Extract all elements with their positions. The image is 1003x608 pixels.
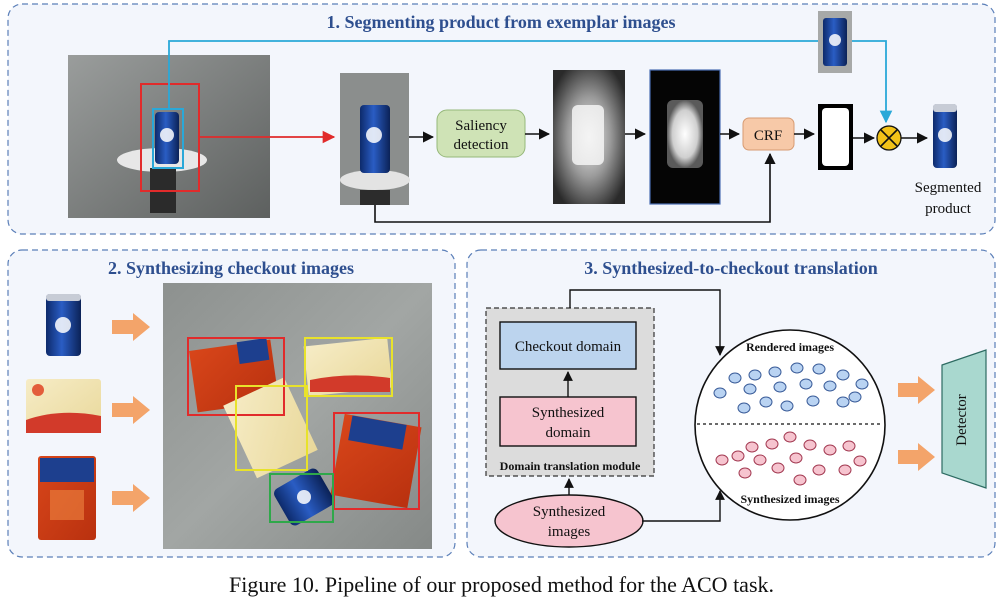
synthesized-images-feature-label: Synthesized images [741,492,840,506]
domain-module-label: Domain translation module [500,459,641,473]
panel-title-synthesizing: 2. Synthesizing checkout images [108,258,354,278]
segmented-product-image [933,104,957,168]
segmented-product-label-line1: Segmented [915,180,982,196]
exemplar-crop-arrow [168,40,893,124]
saliency-map [553,70,625,204]
exemplar-photo [68,55,270,218]
orange-arrow-3 [112,484,150,512]
synth-to-feature-arrow [642,490,725,522]
synthesized-feature-dots [715,431,867,486]
crf-label: CRF [754,128,782,144]
detector-node: Detector [941,349,987,489]
synthesized-checkout-image [163,283,432,549]
product-yellow-bag-thumbnail [26,379,101,433]
orange-arrow-1 [112,313,150,341]
saliency-label-line2: detection [454,137,509,153]
saliency-detection-node: Saliency detection [436,109,526,158]
rendered-feature-dots [713,362,869,414]
exemplar-thumbnail [818,11,852,73]
checkout-domain-label: Checkout domain [515,339,622,355]
orange-arrow-to-detector-2 [898,443,935,471]
synthesized-domain-label-line2: domain [546,425,591,441]
panel-synthesizing: 2. Synthesizing checkout images [7,249,456,558]
saliency-label-line1: Saliency [455,118,507,134]
feature-space: Rendered images Synthesized images [694,329,886,521]
binary-mask [818,104,853,170]
synthesized-images-label-line1: Synthesized [533,504,606,520]
rendered-images-label: Rendered images [746,340,834,354]
orange-arrow-2 [112,396,150,424]
synthesized-images-node: Synthesized images [494,494,644,548]
figure-caption: Figure 10. Pipeline of our proposed meth… [228,572,775,597]
synthesized-domain-node: Synthesized domain [499,396,637,447]
cropped-photo [340,73,410,205]
checkout-domain-node: Checkout domain [499,321,637,370]
synthesized-images-label-line2: images [548,524,591,540]
synthesized-domain-label-line1: Synthesized [532,405,605,421]
crf-node: CRF [742,117,795,151]
panel-translation: 3. Synthesized-to-checkout translation D… [466,249,996,558]
panel-title-segmenting: 1. Segmenting product from exemplar imag… [327,12,676,32]
product-can-thumbnail [46,294,81,356]
image-to-crf-arrow [374,152,776,223]
multiply-icon [876,125,902,151]
panel-title-translation: 3. Synthesized-to-checkout translation [584,258,878,278]
panel-segmenting: 1. Segmenting product from exemplar imag… [7,3,996,235]
orange-arrow-to-detector-1 [898,376,935,404]
checkout-to-feature-arrow [569,289,725,356]
refined-map [649,69,721,205]
product-red-bag-thumbnail [38,456,96,540]
segmented-product-label-line2: product [925,201,972,217]
detector-label: Detector [954,394,970,446]
